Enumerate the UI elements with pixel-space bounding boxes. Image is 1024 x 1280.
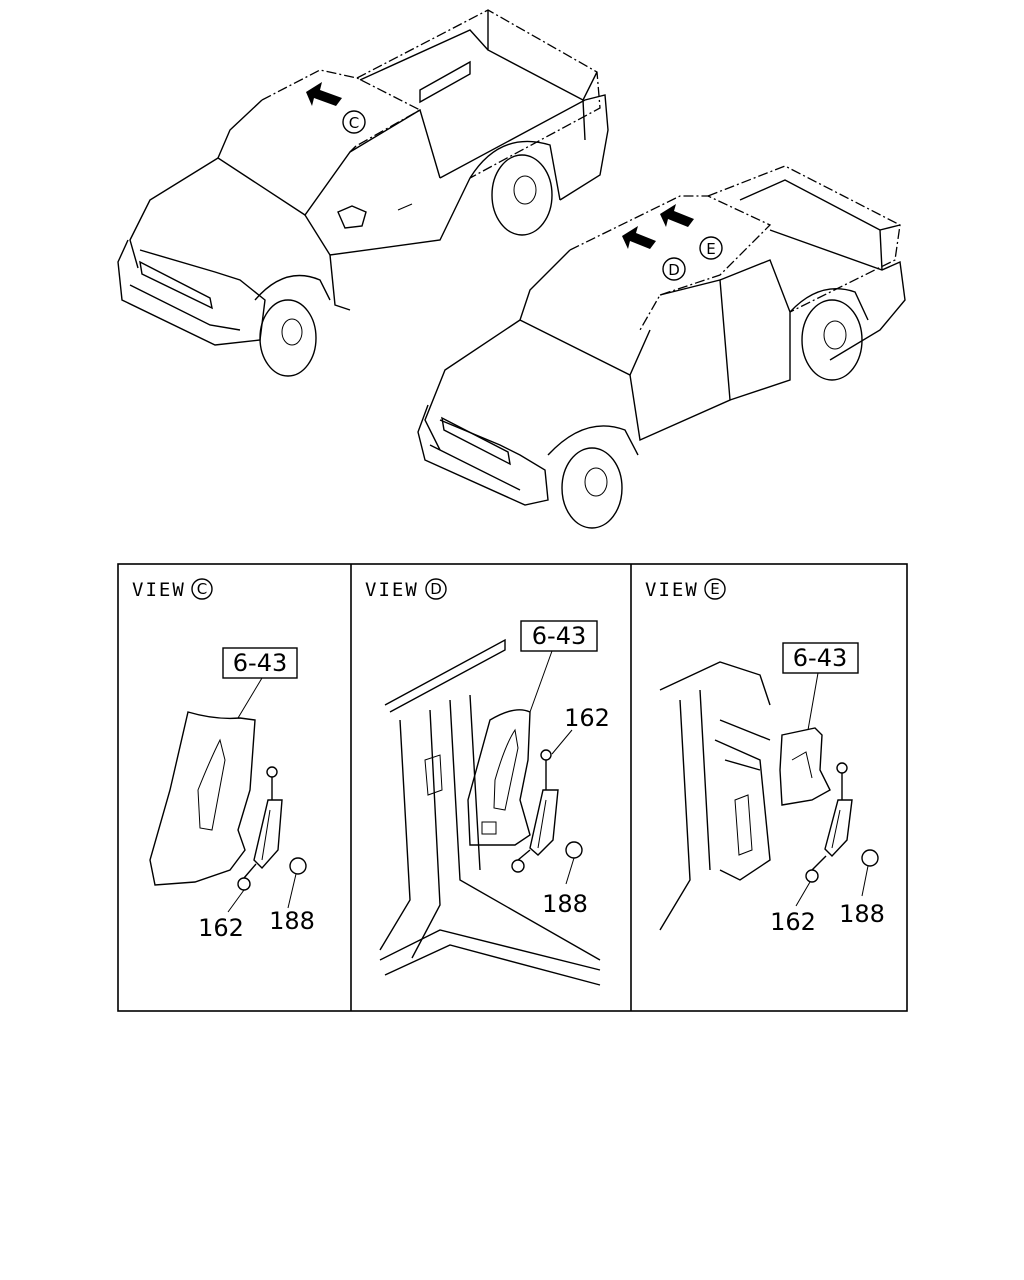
view-e-nut-label: 188 (839, 900, 885, 928)
view-d-bolt-label: 162 (564, 704, 610, 732)
view-c-label: VIEW (132, 579, 186, 601)
single-cab-truck: C (117, 9, 609, 377)
view-e-ref-label: 6-43 (793, 644, 847, 672)
view-e-panel: VIEW E 6-43 162 188 (645, 578, 885, 936)
single-cab-marker: C (349, 114, 359, 132)
crew-cab-truck: D E (417, 165, 906, 529)
view-e-bolt-label: 162 (770, 908, 816, 936)
view-c-ref-box (222, 647, 298, 679)
view-d-nut-label: 188 (542, 890, 588, 918)
view-d-ref-box (520, 620, 598, 652)
view-panels (117, 563, 908, 1012)
view-e-label: VIEW (645, 579, 699, 601)
view-d-ref-label: 6-43 (532, 622, 586, 650)
crew-cab-marker-d: D (668, 261, 680, 279)
view-e-ref-box (782, 642, 859, 674)
view-e-letter: E (710, 580, 719, 598)
view-c-nut-label: 188 (269, 907, 315, 935)
view-d-label: VIEW (365, 579, 419, 601)
view-c-ref-label: 6-43 (233, 649, 287, 677)
view-d-panel: VIEW D 6-43 162 188 (365, 578, 610, 986)
view-c-bolt-label: 162 (198, 914, 244, 942)
view-c-panel: VIEW C 6-43 162 188 (132, 578, 315, 942)
view-c-letter: C (197, 580, 207, 598)
view-d-letter: D (430, 580, 442, 598)
crew-cab-marker-e: E (706, 240, 715, 258)
